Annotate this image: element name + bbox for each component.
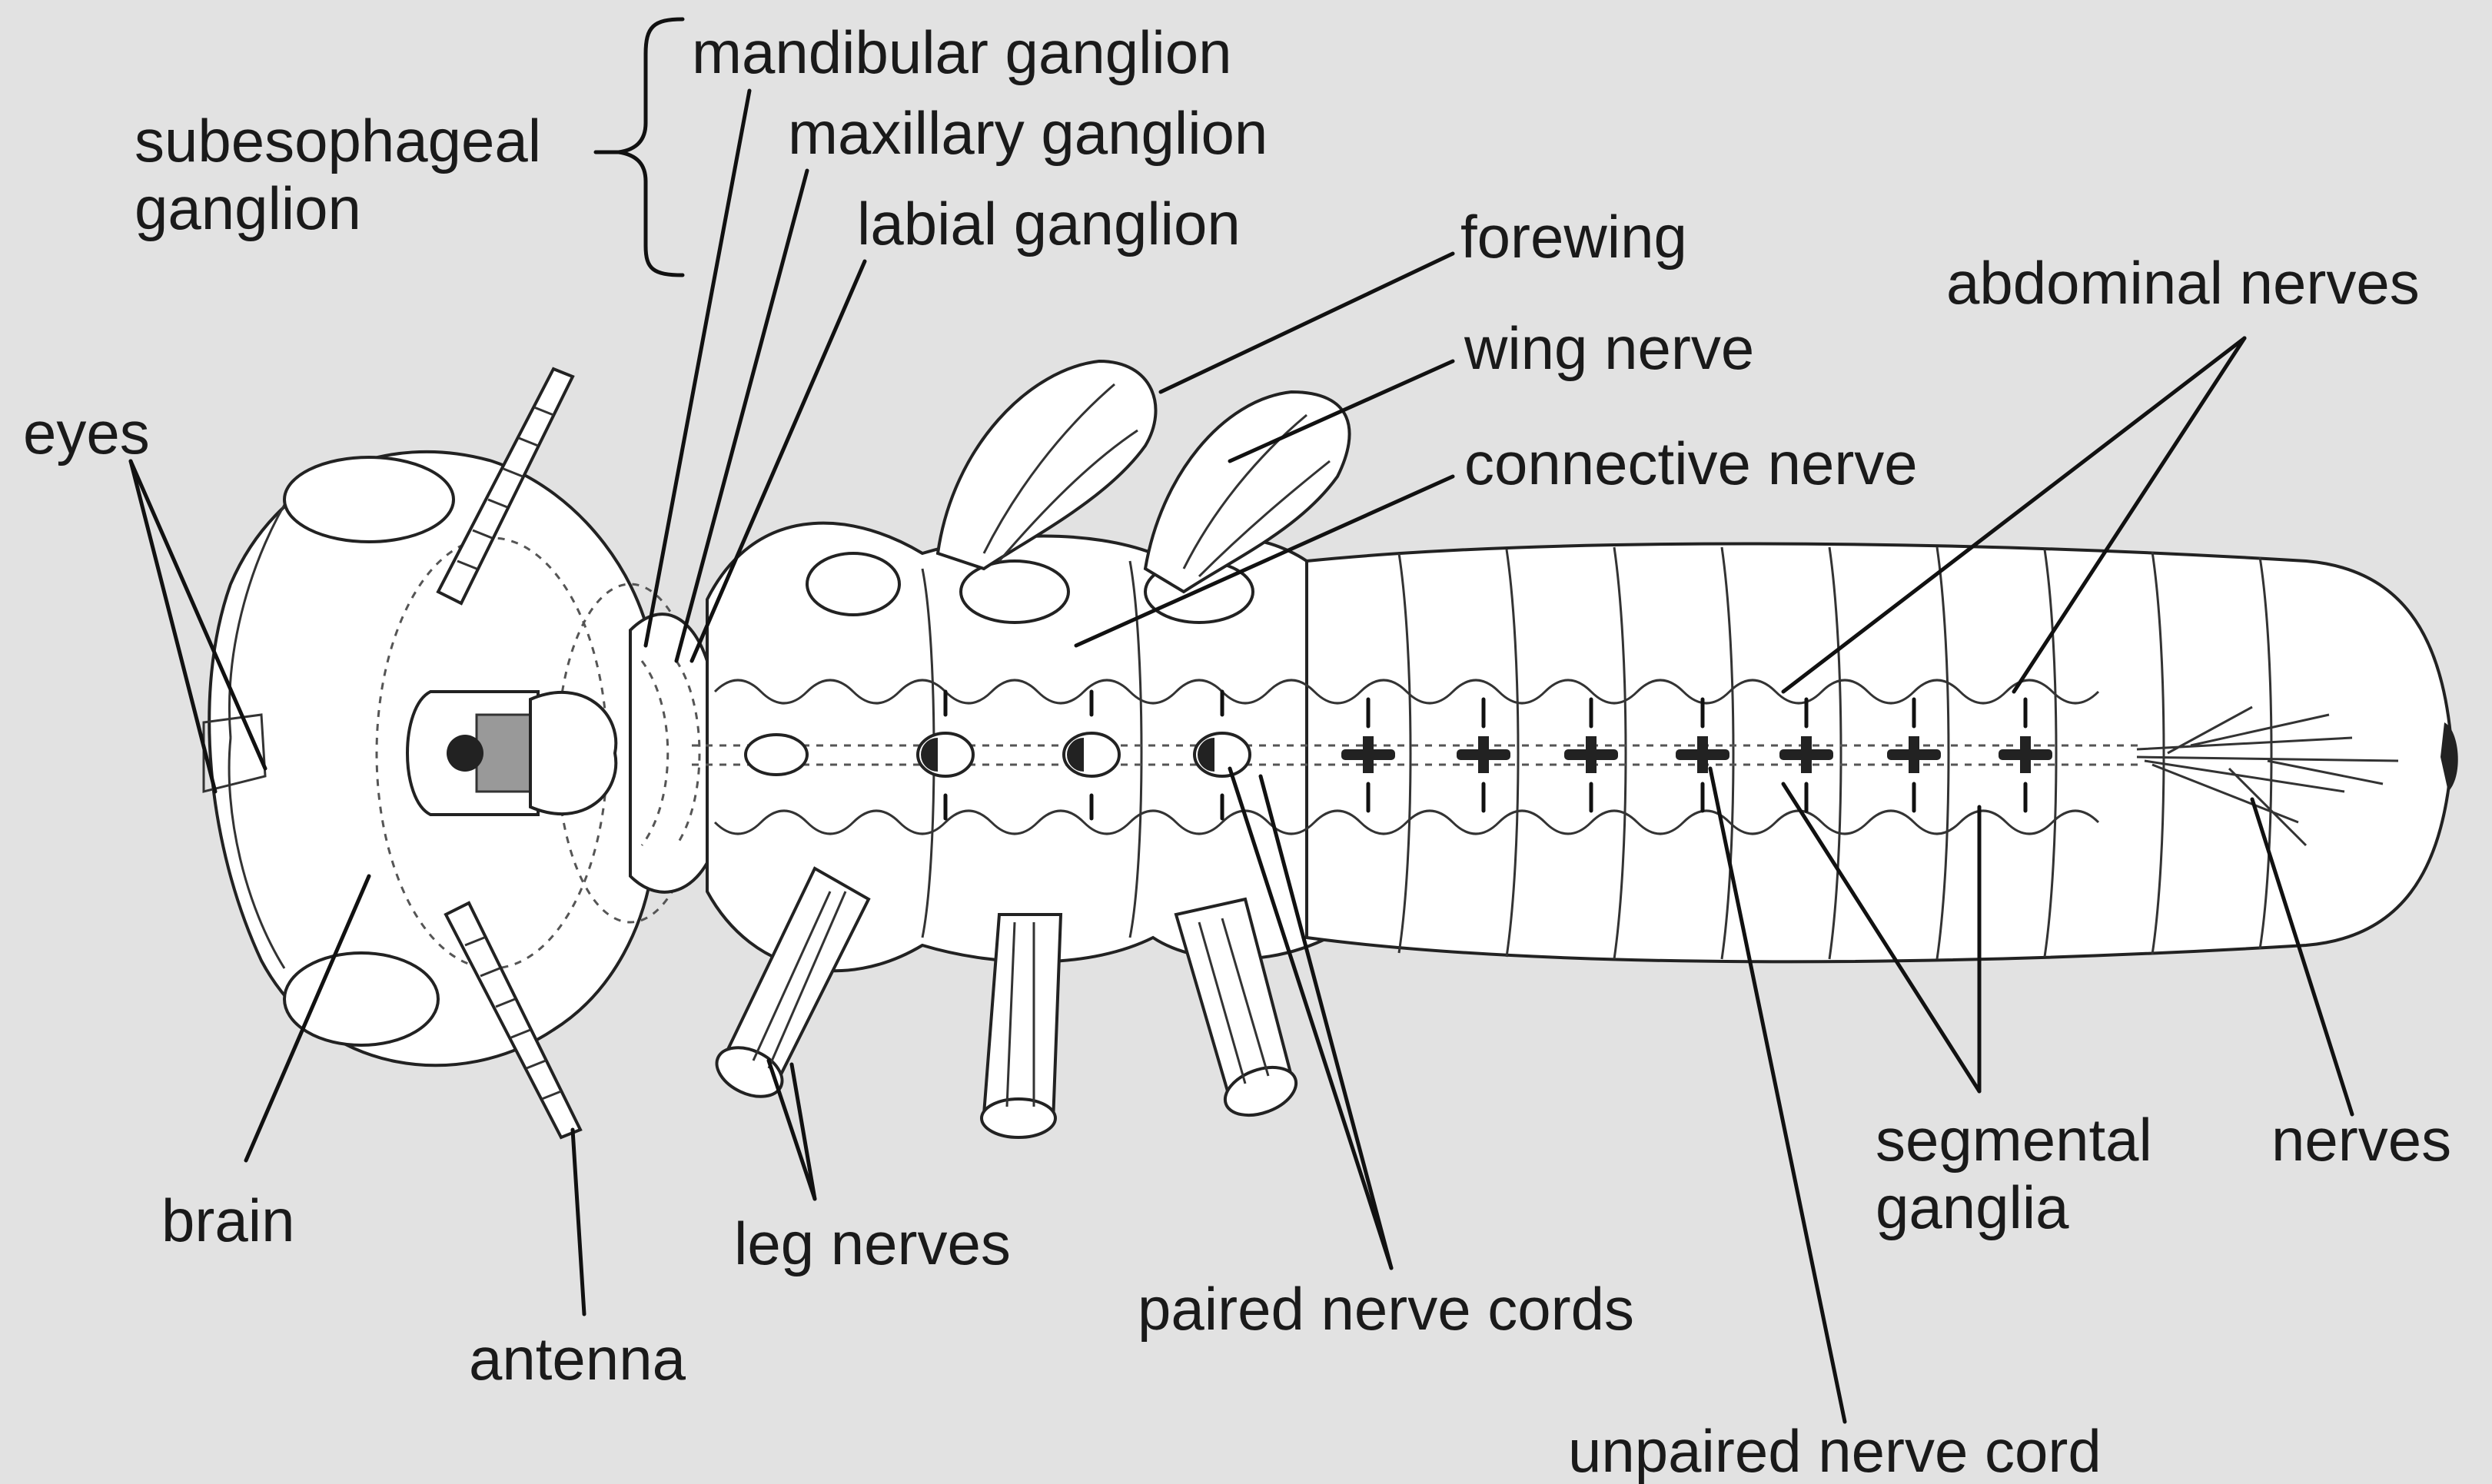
label-maxillary-ganglion: maxillary ganglion: [788, 99, 1268, 167]
label-subesophageal-line2: ganglion: [135, 174, 361, 242]
label-leg-nerves: leg nerves: [734, 1210, 1011, 1277]
label-abdominal-nerves: abdominal nerves: [1946, 249, 2420, 317]
label-antenna: antenna: [469, 1325, 686, 1393]
label-nerves: nerves: [2271, 1106, 2451, 1174]
label-forewing: forewing: [1460, 203, 1687, 271]
label-segmental-line1: segmental: [1876, 1106, 2152, 1174]
label-subesophageal-line1: subesophageal: [135, 107, 541, 174]
mouthparts: [630, 614, 715, 892]
label-connective-nerve: connective nerve: [1464, 430, 1918, 497]
eye-upper: [284, 457, 454, 542]
label-labial-ganglion: labial ganglion: [857, 190, 1241, 257]
label-brain: brain: [161, 1187, 294, 1254]
subesophageal-brace: [619, 19, 683, 275]
insect-body: [204, 361, 2458, 1137]
label-eyes: eyes: [23, 399, 150, 466]
label-paired-nerve-cords: paired nerve cords: [1138, 1275, 1634, 1343]
label-unpaired-nerve-cord: unpaired nerve cord: [1568, 1417, 2102, 1484]
eye-lower: [284, 953, 438, 1045]
label-mandibular-ganglion: mandibular ganglion: [692, 18, 1232, 86]
label-wing-nerve: wing nerve: [1464, 314, 1754, 382]
label-segmental-line2: ganglia: [1876, 1174, 2069, 1241]
